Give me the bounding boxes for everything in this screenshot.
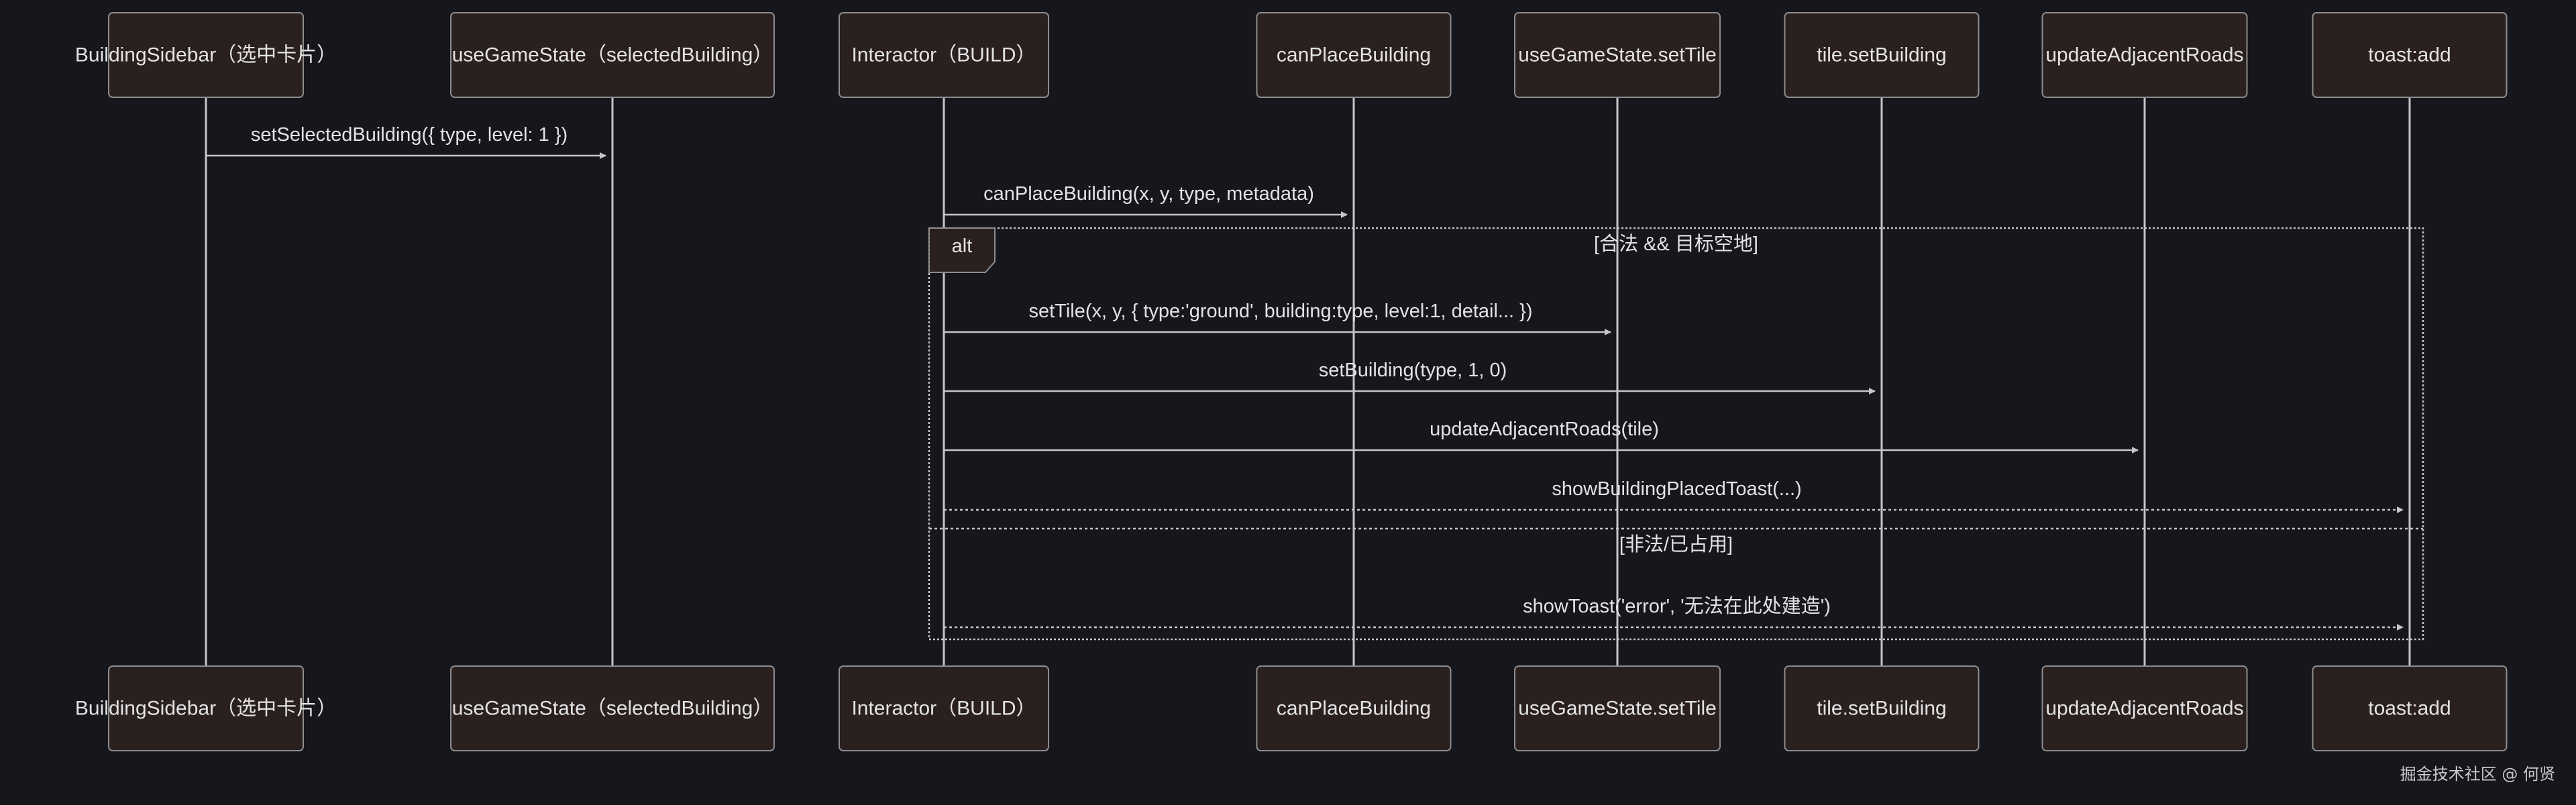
message-5: updateAdjacentRoads(tile) [944, 419, 2139, 453]
alt-tag-box [928, 227, 996, 273]
participant-top-toast: toast:add [2312, 12, 2508, 98]
participant-top-canplace: canPlaceBuilding [1256, 12, 1452, 98]
participant-box [108, 665, 304, 751]
participant-bottom-settile: useGameState.setTile [1514, 665, 1721, 751]
message-label: setBuilding(type, 1, 0) [1319, 360, 1507, 381]
participant-bottom-canplace: canPlaceBuilding [1256, 665, 1452, 751]
participant-label: BuildingSidebar（选中卡片） [75, 44, 337, 66]
participant-label: tile.setBuilding [1817, 44, 1946, 66]
message-label: updateAdjacentRoads(tile) [1430, 419, 1659, 440]
participant-label: tile.setBuilding [1817, 698, 1946, 720]
participant-box [1256, 12, 1452, 98]
participant-label: Interactor（BUILD） [851, 44, 1036, 66]
alt-condition-false: [非法/已占用] [1619, 533, 1733, 555]
participant-label: canPlaceBuilding [1277, 698, 1431, 720]
participant-label: useGameState.setTile [1518, 698, 1717, 720]
message-label: setSelectedBuilding({ type, level: 1 }) [251, 124, 568, 146]
participant-box [2041, 665, 2248, 751]
participant-box [1784, 665, 1980, 751]
participant-label: useGameState.setTile [1518, 44, 1717, 66]
message-label: showBuildingPlacedToast(...) [1552, 478, 1801, 500]
participant-label: updateAdjacentRoads [2045, 698, 2243, 720]
participant-label: toast:add [2368, 698, 2451, 720]
message-3: setTile(x, y, { type:'ground', building:… [944, 301, 1611, 335]
participant-label: Interactor（BUILD） [851, 698, 1036, 720]
alt-frame [928, 227, 2424, 641]
participant-box [450, 665, 775, 751]
participant-bottom-toast: toast:add [2312, 665, 2508, 751]
alt-tag-label: alt [952, 235, 973, 257]
participant-bottom-setbuilding: tile.setBuilding [1784, 665, 1980, 751]
participant-box [839, 665, 1049, 751]
participant-label: updateAdjacentRoads [2045, 44, 2243, 66]
participant-label: useGameState（selectedBuilding） [452, 698, 773, 720]
participant-top-setbuilding: tile.setBuilding [1784, 12, 1980, 98]
participant-box [450, 12, 775, 98]
message-label: setTile(x, y, { type:'ground', building:… [1029, 301, 1533, 322]
participant-top-gamestate: useGameState（selectedBuilding） [450, 12, 775, 98]
participant-bottom-gamestate: useGameState（selectedBuilding） [450, 665, 775, 751]
participant-box [1514, 665, 1721, 751]
message-1: setSelectedBuilding({ type, level: 1 }) [206, 124, 606, 159]
participant-top-settile: useGameState.setTile [1514, 12, 1721, 98]
participant-top-interactor: Interactor（BUILD） [839, 12, 1049, 98]
message-label: showToast('error', '无法在此处建造') [1523, 595, 1831, 617]
participant-box [2312, 665, 2508, 751]
participant-label: canPlaceBuilding [1277, 44, 1431, 66]
participant-box [2041, 12, 2248, 98]
participant-box [108, 12, 304, 98]
participant-box [2312, 12, 2508, 98]
participant-box [1784, 12, 1980, 98]
participant-label: useGameState（selectedBuilding） [452, 44, 773, 66]
participant-bottom-sidebar: BuildingSidebar（选中卡片） [75, 665, 337, 751]
message-6: showBuildingPlacedToast(...) [944, 478, 2404, 513]
watermark: 掘金技术社区 @ 何贤 [2400, 765, 2555, 784]
participant-label: toast:add [2368, 44, 2451, 66]
participant-box [1514, 12, 1721, 98]
participant-box [839, 12, 1049, 98]
participant-top-sidebar: BuildingSidebar（选中卡片） [75, 12, 337, 98]
message-2: canPlaceBuilding(x, y, type, metadata) [944, 183, 1348, 218]
participant-box [1256, 665, 1452, 751]
alt-block: alt [合法 && 目标空地] [非法/已占用] [928, 227, 2424, 641]
message-7: showToast('error', '无法在此处建造') [944, 595, 2404, 631]
participant-bottom-roads: updateAdjacentRoads [2041, 665, 2248, 751]
participant-bottom-interactor: Interactor（BUILD） [839, 665, 1049, 751]
alt-condition-true: [合法 && 目标空地] [1594, 233, 1758, 255]
participant-label: BuildingSidebar（选中卡片） [75, 698, 337, 720]
participant-top-roads: updateAdjacentRoads [2041, 12, 2248, 98]
message-label: canPlaceBuilding(x, y, type, metadata) [983, 183, 1314, 205]
message-4: setBuilding(type, 1, 0) [944, 360, 1876, 394]
